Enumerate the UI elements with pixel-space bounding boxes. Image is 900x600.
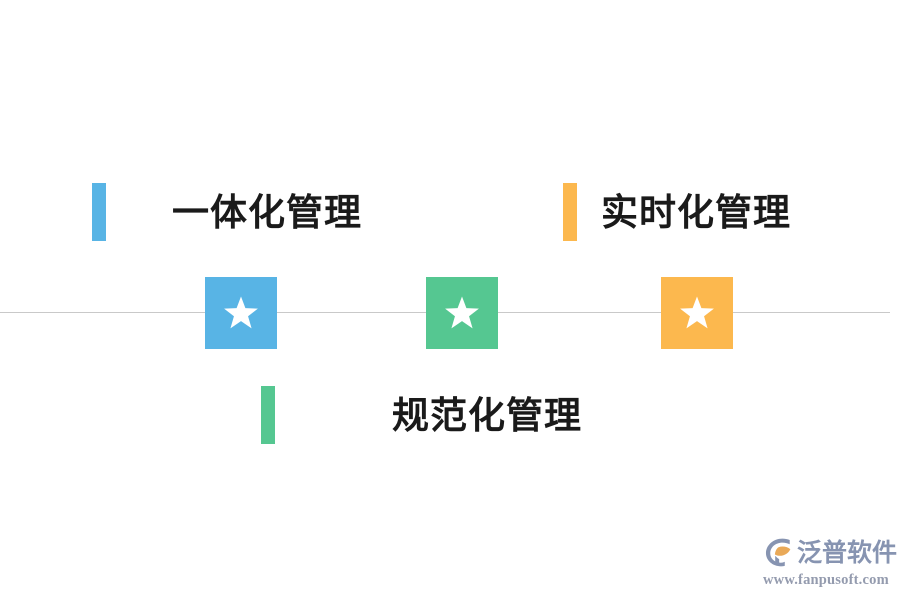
milestone-node-three — [661, 277, 733, 349]
feature-label-two: 规范化管理 — [261, 386, 582, 444]
feature-label-three-text: 实时化管理 — [601, 191, 791, 233]
milestone-node-two — [426, 277, 498, 349]
star-icon — [679, 295, 715, 331]
brand-name: 泛普软件 — [797, 537, 898, 567]
feature-label-one: 一体化管理 — [92, 183, 362, 241]
brand-watermark-row: 泛普软件 — [762, 534, 898, 570]
star-icon — [444, 295, 480, 331]
star-icon — [223, 295, 259, 331]
blue-accent-bar — [92, 183, 106, 241]
brand-url: www.fanpusoft.com — [763, 572, 889, 588]
milestone-node-one — [205, 277, 277, 349]
fanpu-swoosh-logo-icon — [762, 536, 795, 569]
brand-watermark: 泛普软件 www.fanpusoft.com — [762, 534, 898, 592]
orange-accent-bar — [563, 183, 577, 241]
green-accent-bar — [261, 386, 275, 444]
feature-label-two-text: 规范化管理 — [392, 394, 582, 436]
feature-label-three: 实时化管理 — [563, 183, 791, 241]
feature-label-one-text: 一体化管理 — [172, 191, 362, 233]
